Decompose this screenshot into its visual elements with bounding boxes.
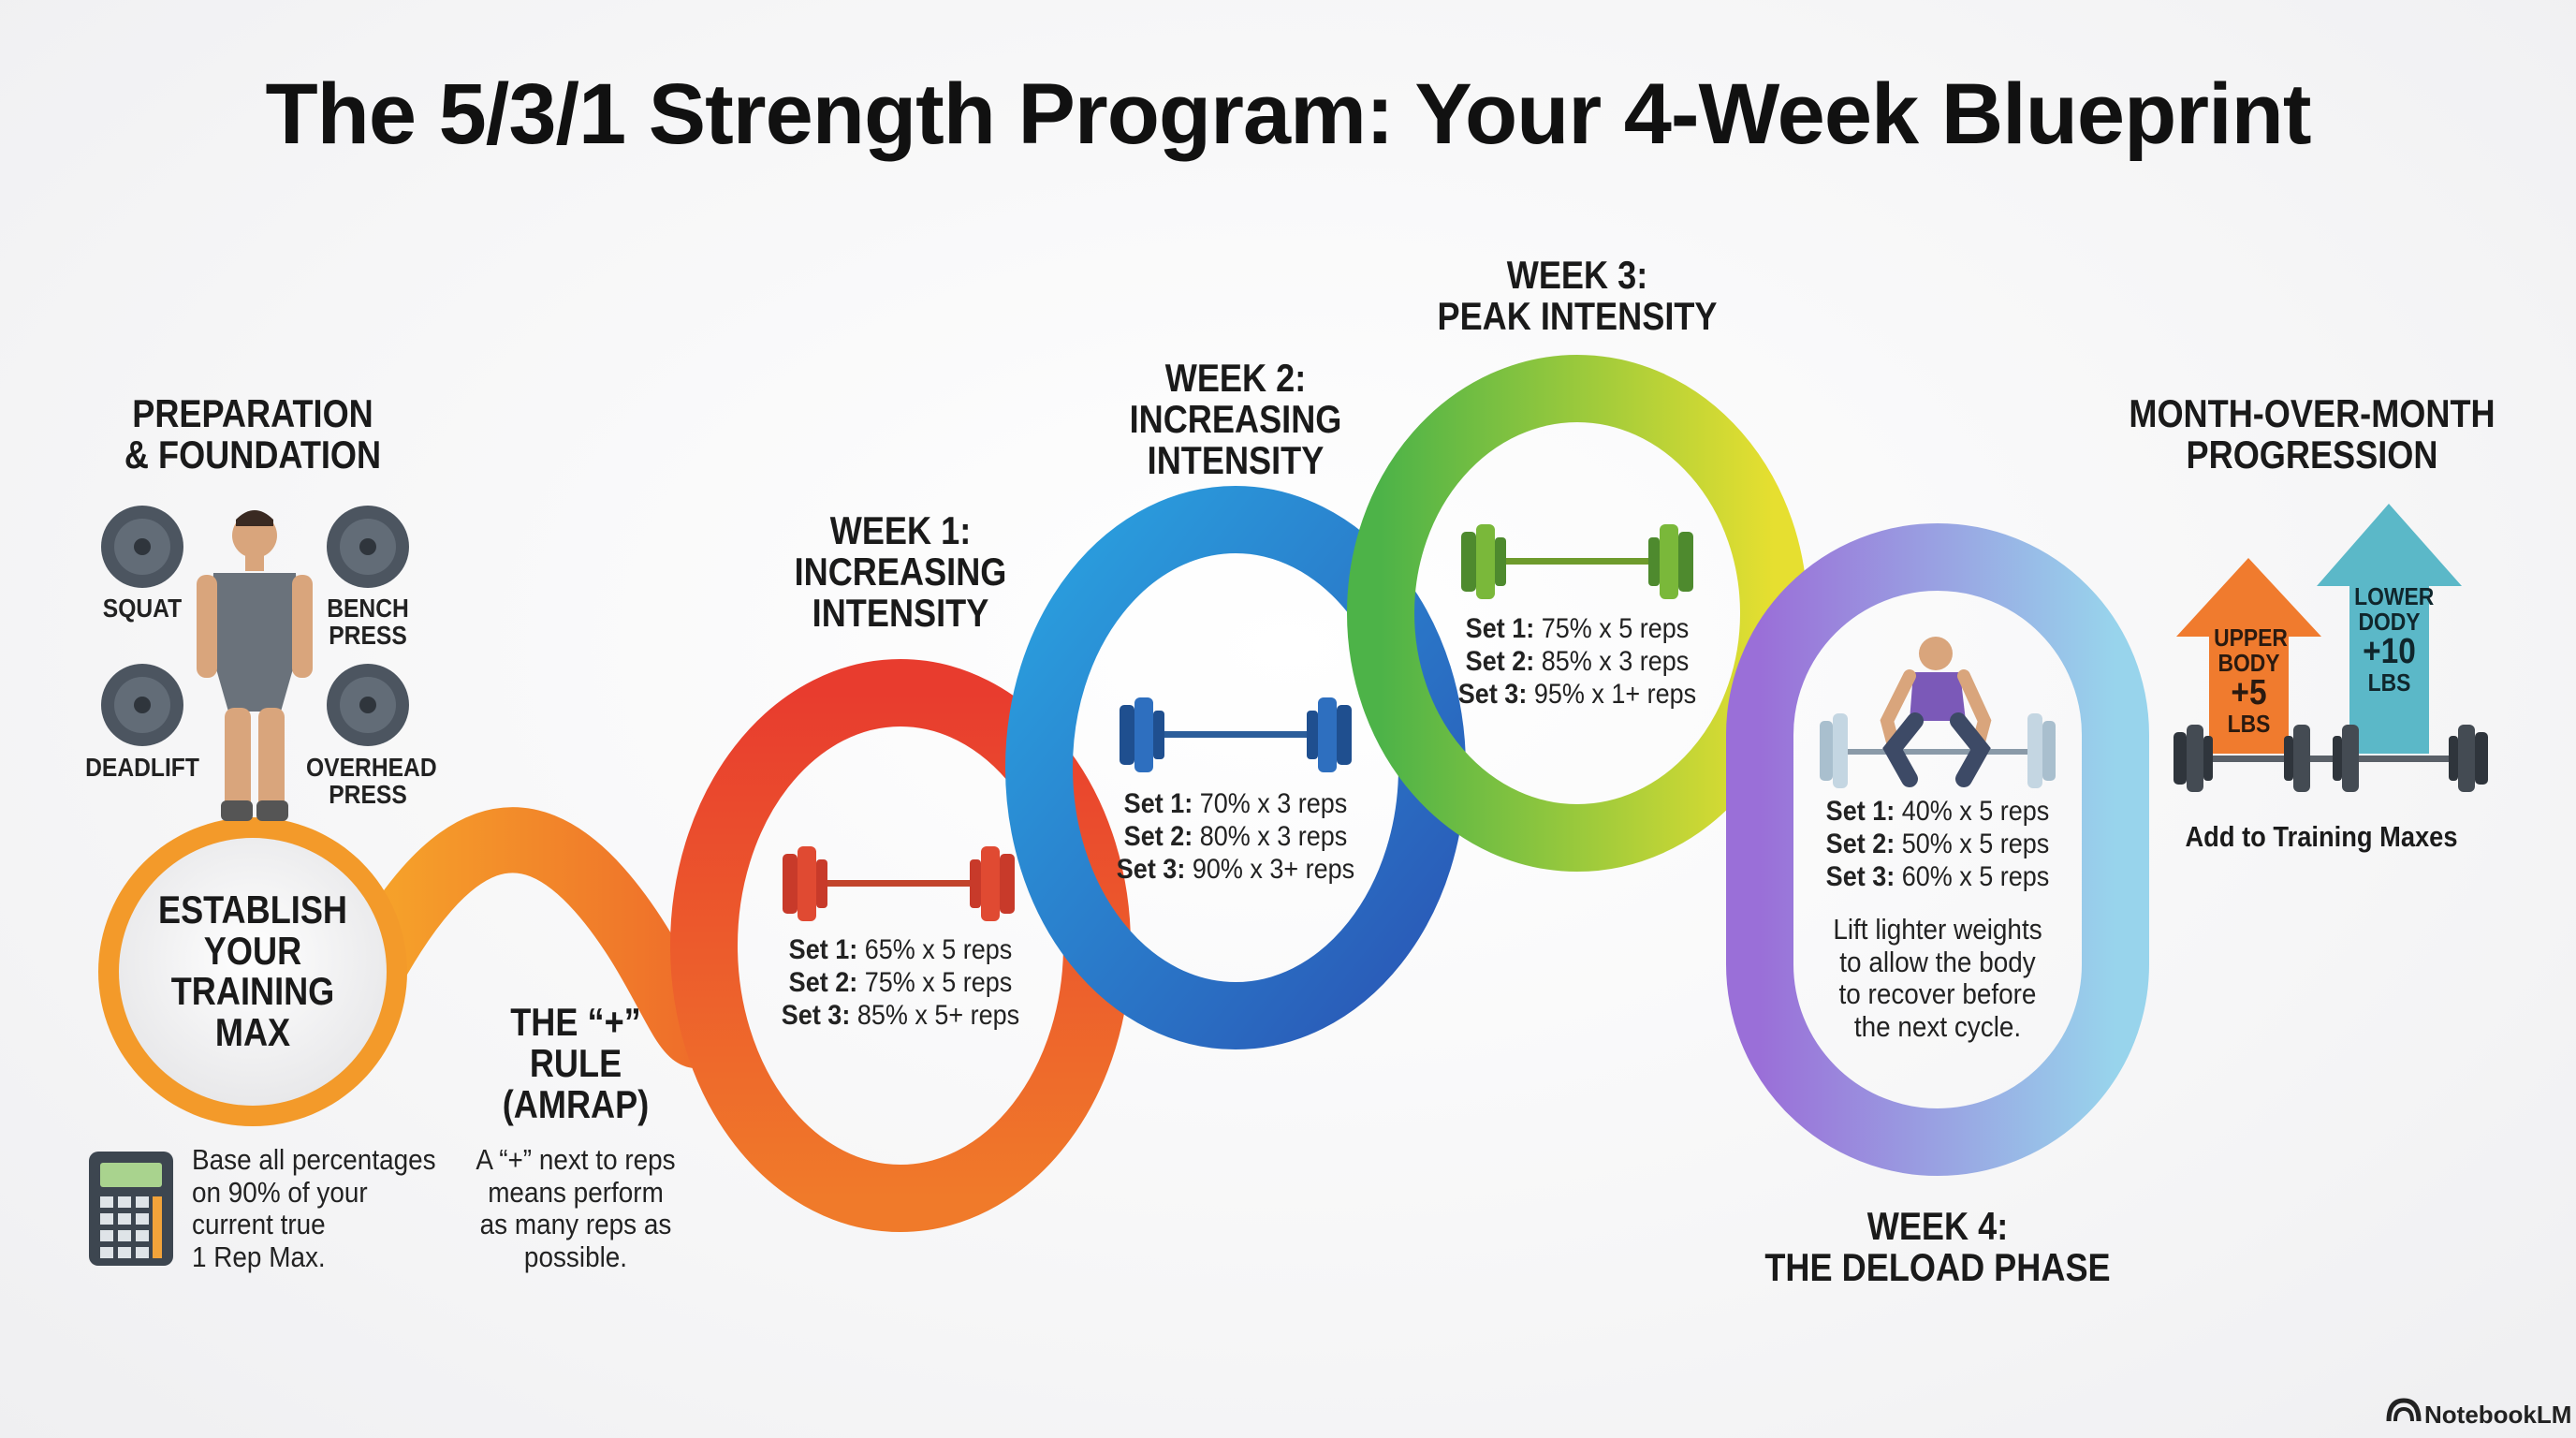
plus-rule-heading: THE “+” RULE (AMRAP): [502, 1000, 650, 1127]
lower-body-label: LOWER DODY +10 LBS: [2354, 582, 2435, 697]
week3-barbell-icon: [1461, 524, 1693, 599]
week2-set-2: Set 2: 80% x 3 reps: [1123, 820, 1348, 852]
deadlift-label: DEADLIFT: [85, 753, 199, 782]
page-title: The 5/3/1 Strength Program: Your 4-Week …: [265, 66, 2311, 162]
calculator-icon: [89, 1152, 173, 1266]
week4-set-2: Set 2: 50% x 5 reps: [1825, 828, 2050, 859]
week4-heading: WEEK 4: THE DELOAD PHASE: [1764, 1204, 2111, 1290]
week1-sets: Set 1: 65% x 5 reps Set 2: 75% x 5 reps …: [774, 934, 1027, 1032]
week4-ring: [1726, 523, 2149, 1176]
upper-body-label: UPPER BODY +5 LBS: [2214, 624, 2288, 738]
week2-barbell-icon: [1120, 697, 1352, 772]
week2-set-1: Set 1: 70% x 3 reps: [1123, 788, 1348, 819]
week1-heading: WEEK 1: INCREASING INTENSITY: [794, 508, 1007, 636]
progression-caption: Add to Training Maxes: [2185, 820, 2458, 853]
week3-sets: Set 1: 75% x 5 reps Set 2: 85% x 3 reps …: [1451, 613, 1704, 711]
overhead-press-plate-icon: [327, 664, 409, 746]
progression-barbell-icon: [2174, 725, 2488, 792]
bench-press-plate-icon: [327, 506, 409, 588]
training-max-note: Base all percentages on 90% of your curr…: [192, 1143, 436, 1274]
week1-set-3: Set 3: 85% x 5+ reps: [781, 999, 1020, 1031]
bench-press-label: BENCH PRESS: [327, 594, 409, 650]
squat-label: SQUAT: [102, 594, 183, 623]
establish-training-max-text: ESTABLISH YOUR TRAINING MAX: [157, 888, 348, 1055]
week3-heading: WEEK 3: PEAK INTENSITY: [1437, 253, 1718, 339]
week4-set-3: Set 3: 60% x 5 reps: [1825, 860, 2050, 892]
lower-body-arrow-icon: [2317, 504, 2462, 754]
week3-set-1: Set 1: 75% x 5 reps: [1465, 613, 1690, 644]
week2-sets: Set 1: 70% x 3 reps Set 2: 80% x 3 reps …: [1109, 788, 1362, 886]
week3-set-2: Set 2: 85% x 3 reps: [1465, 645, 1690, 677]
week3-set-3: Set 3: 95% x 1+ reps: [1457, 678, 1697, 710]
week1-set-2: Set 2: 75% x 5 reps: [788, 966, 1013, 998]
athlete-icon: [197, 510, 313, 821]
week4-lifter-icon: [1820, 637, 2056, 788]
week2-heading: WEEK 2: INCREASING INTENSITY: [1129, 356, 1342, 483]
squat-plate-icon: [101, 506, 183, 588]
preparation-heading: PREPARATION & FOUNDATION: [124, 391, 382, 477]
plus-rule-note: A “+” next to reps means perform as many…: [476, 1143, 676, 1274]
upper-body-arrow-icon: [2176, 558, 2321, 754]
week2-set-3: Set 3: 90% x 3+ reps: [1116, 853, 1355, 885]
start-disc: [119, 838, 387, 1106]
week4-sets: Set 1: 40% x 5 reps Set 2: 50% x 5 reps …: [1811, 796, 2064, 893]
week4-deload-note: Lift lighter weights to allow the body t…: [1833, 913, 2042, 1044]
progression-heading: MONTH-OVER-MONTH PROGRESSION: [2129, 391, 2496, 477]
watermark: NotebookLM: [2424, 1401, 2572, 1429]
week4-set-1: Set 1: 40% x 5 reps: [1825, 796, 2050, 827]
week1-set-1: Set 1: 65% x 5 reps: [788, 934, 1013, 965]
overhead-press-label: OVERHEAD PRESS: [306, 753, 437, 809]
week1-barbell-icon: [783, 846, 1015, 921]
deadlift-plate-icon: [101, 664, 183, 746]
notebooklm-logo-icon: [2386, 1398, 2422, 1422]
